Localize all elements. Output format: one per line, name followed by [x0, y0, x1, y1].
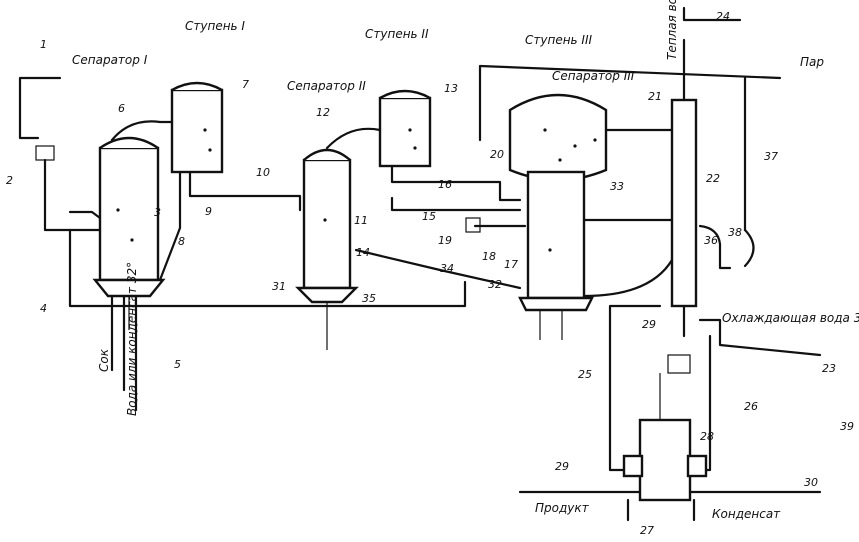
callout-9: 9	[205, 205, 212, 218]
callout-38: 38	[728, 226, 742, 239]
stage-labels: Ступень I Ступень II Ступень III	[185, 19, 593, 47]
callout-5: 5	[174, 358, 181, 371]
callout-30: 30	[804, 476, 818, 489]
callout-15: 15	[422, 210, 436, 223]
callout-25: 25	[578, 368, 592, 381]
callout-2: 2	[6, 174, 13, 187]
label-heating-condensate: Вода или конденсат 32°	[125, 262, 139, 416]
callout-20: 20	[490, 148, 504, 161]
callout-32: 32	[488, 278, 502, 291]
callout-33: 33	[610, 180, 624, 193]
callout-27: 27	[640, 524, 654, 537]
label-separator-1: Сепаратор I	[72, 53, 148, 67]
callout-24: 24	[716, 10, 730, 23]
callout-11: 11	[354, 214, 368, 227]
callout-29a: 29	[555, 460, 569, 473]
callout-23: 23	[822, 362, 836, 375]
callout-22: 22	[706, 172, 720, 185]
callout-10: 10	[256, 166, 270, 179]
callout-14: 14	[356, 246, 370, 259]
callout-18: 18	[482, 250, 496, 263]
callout-4: 4	[40, 302, 47, 315]
stage-3-evaporator	[478, 64, 782, 340]
callout-6: 6	[118, 102, 125, 115]
callout-35: 35	[362, 292, 376, 305]
callout-29b: 29	[642, 318, 656, 331]
callout-31: 31	[272, 280, 286, 293]
callout-16: 16	[438, 178, 452, 191]
label-steam: Пар	[800, 55, 824, 69]
stage-1-evaporator	[18, 76, 467, 412]
callout-8: 8	[178, 235, 185, 248]
callout-1: 1	[40, 38, 47, 51]
callout-7: 7	[242, 78, 249, 91]
label-separator-2: Сепаратор II	[287, 79, 366, 93]
callout-39: 39	[840, 420, 854, 433]
separator-labels: Сепаратор I Сепаратор II Сепаратор III	[72, 53, 635, 93]
label-hot-water: Теплая вода	[665, 0, 679, 60]
callout-34: 34	[440, 262, 454, 275]
callout-numbers: 1 2 3 4 5 6 7 8 9 10 11 12 13 14 15 16 1…	[6, 10, 854, 537]
label-stage-2: Ступень II	[365, 27, 429, 41]
callout-12: 12	[316, 106, 330, 119]
label-cooling-water: Охлаждающая вода 30°	[722, 311, 859, 325]
callout-36: 36	[704, 234, 718, 247]
callout-19: 19	[438, 234, 452, 247]
stream-labels: Пар Теплая вода Охлаждающая вода 30° Про…	[97, 0, 859, 521]
callout-28: 28	[700, 430, 714, 443]
label-condensate: Конденсат	[712, 507, 781, 521]
stage-2-evaporator	[295, 89, 527, 350]
callout-13: 13	[444, 82, 458, 95]
label-juice: Сок	[97, 348, 111, 372]
callout-37: 37	[764, 150, 778, 163]
label-stage-3: Ступень III	[525, 33, 593, 47]
label-separator-3: Сепаратор III	[552, 69, 635, 83]
callout-3: 3	[154, 206, 161, 219]
callout-26: 26	[744, 400, 758, 413]
barometric-condenser	[518, 6, 822, 522]
callout-21: 21	[648, 90, 662, 103]
label-stage-1: Ступень I	[185, 19, 245, 33]
callout-17: 17	[504, 258, 518, 271]
label-product: Продукт	[535, 501, 590, 515]
